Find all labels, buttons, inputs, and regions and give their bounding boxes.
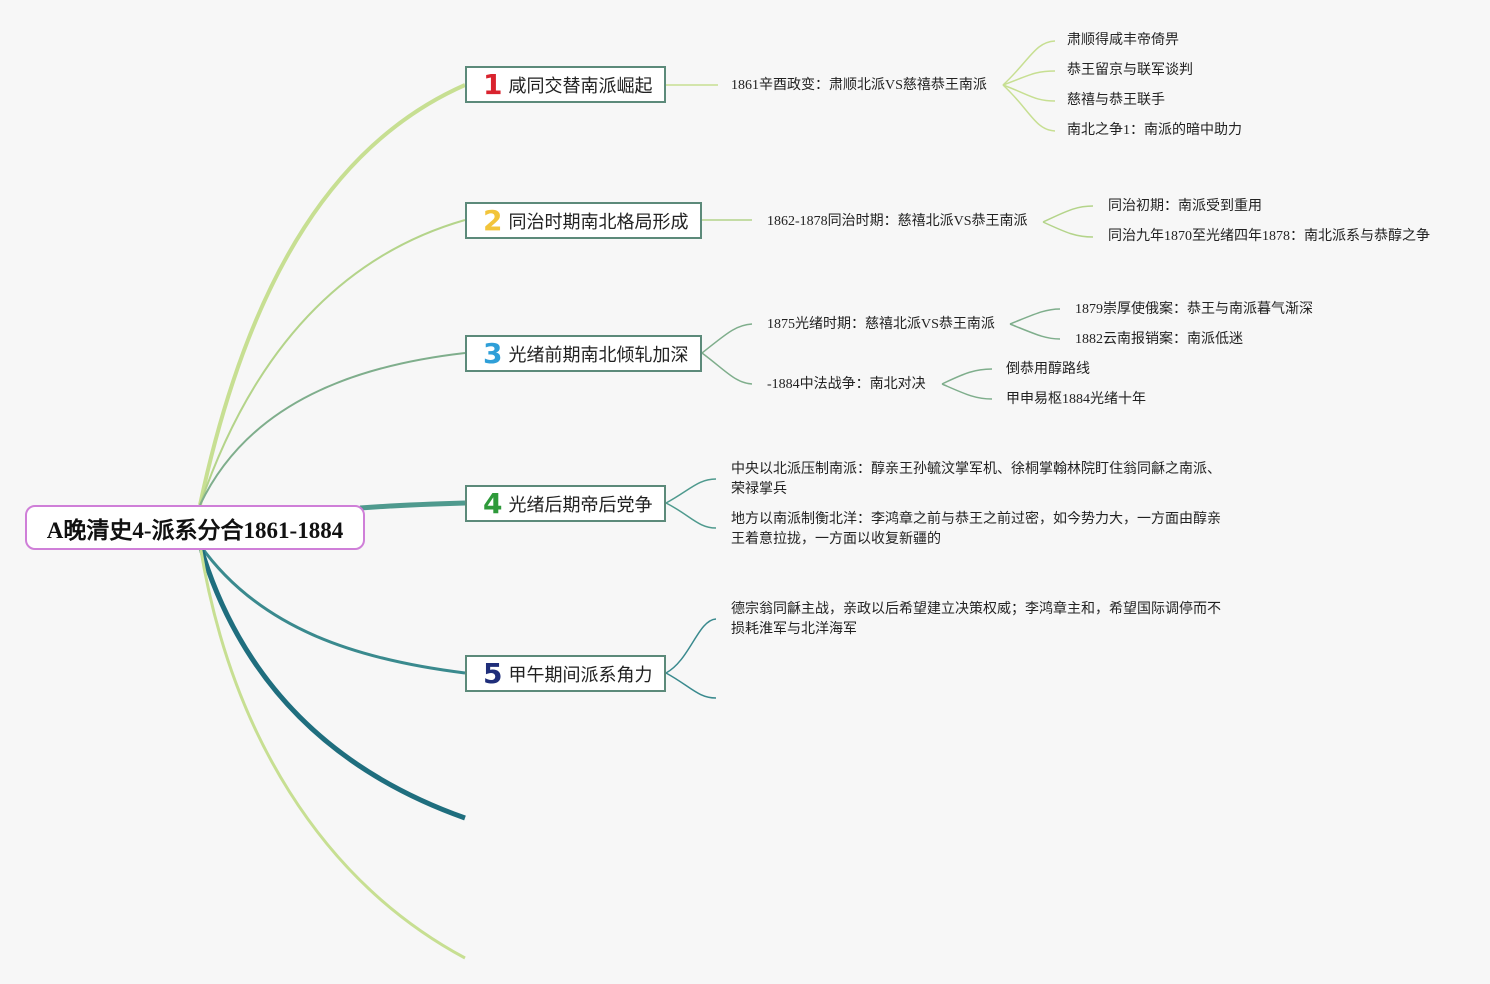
connector-b3-leaf2 xyxy=(1009,323,1061,340)
root-title: A晚清史4-派系分合1861-1884 xyxy=(46,517,344,543)
branch-2[interactable]: 2 同治时期南北格局形成 xyxy=(465,202,702,239)
connector-root-branch3 xyxy=(199,352,466,506)
branch-3[interactable]: 3 光绪前期南北倾轧加深 xyxy=(465,335,702,372)
branch-1[interactable]: 1 咸同交替南派崛起 xyxy=(465,66,666,103)
branch-5-leaf-1[interactable]: 德宗翁同龢主战，亲政以后希望建立决策权威；李鸿章主和，希望国际调停而不损耗淮军与… xyxy=(731,602,1221,637)
branch-5-label: 甲午期间派系角力 xyxy=(508,664,653,686)
connector-b1-leaf4 xyxy=(1002,84,1056,132)
branch-3-leaf-2[interactable]: 1882云南报销案：南派低迷 xyxy=(1075,332,1243,347)
connector-root-branch1 xyxy=(198,83,466,506)
connector-b3-leaf1 xyxy=(1009,308,1061,325)
number-5-icon: 5 xyxy=(483,656,503,690)
connector-b1-leaf1 xyxy=(1002,40,1056,86)
connector-b3-sub2 xyxy=(701,352,753,385)
branch-2-label: 同治时期南北格局形成 xyxy=(508,211,689,233)
connector-b2-leaf2 xyxy=(1042,221,1094,238)
number-2-icon: 2 xyxy=(483,203,503,237)
branch-4-label: 光绪后期帝后党争 xyxy=(508,494,653,516)
connector-b1-leaf2 xyxy=(1002,70,1056,86)
branch-3-leaf-1[interactable]: 1879崇厚使俄案：恭王与南派暮气渐深 xyxy=(1075,302,1313,317)
branch-4-leaf-1[interactable]: 中央以北派压制南派：醇亲王孙毓汶掌军机、徐桐掌翰林院盯住翁同龢之南派、荣禄掌兵 xyxy=(731,462,1221,497)
branch-3-sub-2[interactable]: -1884中法战争：南北对决 xyxy=(767,377,926,392)
connector-b3-leaf3 xyxy=(941,368,993,385)
branch-1-leaf-2[interactable]: 恭王留京与联军谈判 xyxy=(1067,63,1193,78)
branch-2-leaf-1[interactable]: 同治初期：南派受到重用 xyxy=(1108,199,1262,214)
connector-b3-leaf4 xyxy=(941,383,993,400)
branch-4-leaf-2[interactable]: 地方以南派制衡北洋：李鸿章之前与恭王之前过密，如今势力大，一方面由醇亲王着意拉拢… xyxy=(731,512,1221,547)
branch-1-label: 咸同交替南派崛起 xyxy=(508,75,653,97)
root-topic[interactable]: A晚清史4-派系分合1861-1884 xyxy=(25,505,365,550)
connector-root-branch5 xyxy=(198,544,466,675)
number-4-icon: 4 xyxy=(483,486,503,520)
branch-5[interactable]: 5 甲午期间派系角力 xyxy=(465,655,666,692)
branch-1-leaf-4[interactable]: 南北之争1：南派的暗中助力 xyxy=(1067,123,1242,138)
branch-3-leaf-4[interactable]: 甲申易枢1884光绪十年 xyxy=(1006,392,1146,407)
connector-b4-leaf1 xyxy=(665,478,717,504)
branch-3-leaf-3[interactable]: 倒恭用醇路线 xyxy=(1006,362,1090,377)
connector-b5-empty xyxy=(665,672,717,699)
number-3-icon: 3 xyxy=(483,336,503,370)
branch-1-sub[interactable]: 1861辛酉政变：肃顺北派VS慈禧恭王南派 xyxy=(731,78,987,93)
branch-1-leaf-3[interactable]: 慈禧与恭王联手 xyxy=(1067,93,1165,108)
branch-3-sub-1[interactable]: 1875光绪时期：慈禧北派VS恭王南派 xyxy=(767,317,995,332)
connector-root-branch4 xyxy=(359,500,466,511)
connector-b2-leaf1 xyxy=(1042,205,1094,223)
connector-root-branch2 xyxy=(199,219,466,506)
branch-3-label: 光绪前期南北倾轧加深 xyxy=(508,344,689,366)
connector-root-empty-dark xyxy=(197,544,466,821)
connector-b3-sub1 xyxy=(701,323,753,354)
connector-b4-leaf2 xyxy=(665,502,717,529)
connector-root-empty-light xyxy=(198,544,466,960)
branch-4[interactable]: 4 光绪后期帝后党争 xyxy=(465,485,666,522)
number-1-icon: 1 xyxy=(483,67,503,101)
connector-b1-leaf3 xyxy=(1002,84,1056,102)
branch-1-leaf-1[interactable]: 肃顺得咸丰帝倚畀 xyxy=(1067,33,1179,48)
branch-2-sub[interactable]: 1862-1878同治时期：慈禧北派VS恭王南派 xyxy=(767,214,1028,229)
branch-2-leaf-2[interactable]: 同治九年1870至光绪四年1878：南北派系与恭醇之争 xyxy=(1108,229,1430,244)
connector-b5-leaf1 xyxy=(665,618,717,674)
